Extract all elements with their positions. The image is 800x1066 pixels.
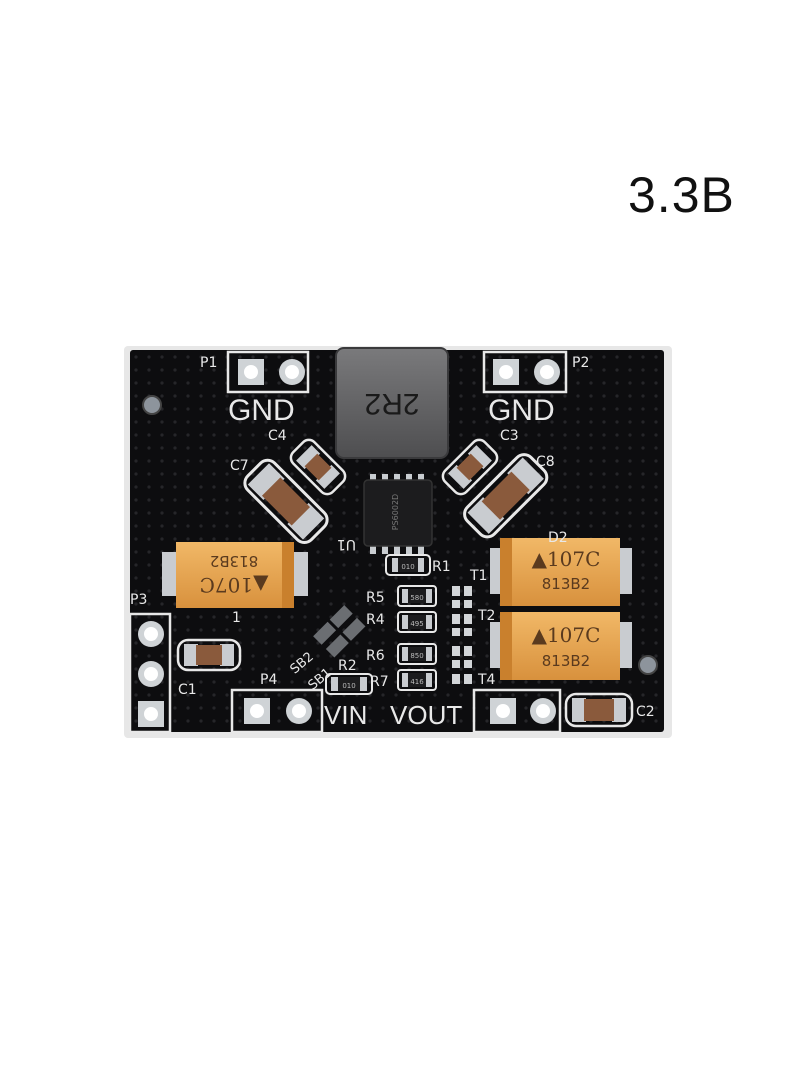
tantalum-right-bottom-mark-2: 813B2 (542, 652, 590, 670)
capacitor-c4 (289, 438, 347, 496)
label-t4: T4 (477, 672, 496, 688)
inductor: 2R2 (335, 347, 449, 459)
resistor-r4: 495 (397, 611, 437, 633)
label-c1: C1 (178, 682, 197, 698)
svg-text:495: 495 (410, 620, 423, 628)
label-r5: R5 (366, 590, 385, 606)
tantalum-left-mark-2: 813B2 (210, 552, 258, 570)
svg-text:580: 580 (410, 594, 423, 602)
label-c3: C3 (500, 428, 519, 444)
label-d2: D2 (548, 530, 568, 546)
mounting-hole-left (142, 395, 162, 415)
tantalum-right-top-mark-1: ▲107C (532, 547, 601, 571)
label-p2: P2 (572, 355, 589, 371)
label-c4: C4 (268, 428, 287, 444)
label-c8: C8 (536, 454, 555, 470)
capacitor-c2 (564, 692, 634, 728)
header-vout (472, 688, 562, 734)
capacitor-c1 (176, 638, 242, 672)
label-r4: R4 (366, 612, 385, 628)
label-vin: VIN (324, 700, 367, 730)
label-t1: T1 (469, 568, 487, 584)
tantalum-right-top-mark-2: 813B2 (542, 575, 590, 593)
capacitor-c7 (243, 458, 329, 545)
label-vout: VOUT (390, 700, 462, 730)
header-p4-vin (230, 688, 324, 734)
ic-chip: PS6002D (363, 474, 433, 554)
resistor-r7: 416 (397, 669, 437, 691)
tantalum-capacitor-right-top: ▲107C 813B2 (490, 538, 632, 606)
capacitor-c3 (441, 438, 499, 496)
capacitor-c8 (463, 453, 549, 539)
label-gnd-right: GND (488, 394, 555, 427)
tantalum-right-bottom-mark-1: ▲107C (532, 623, 601, 647)
label-t2: T2 (477, 608, 495, 624)
header-p2 (482, 350, 568, 394)
label-d1: 1 (232, 610, 241, 626)
label-u1: U1 (337, 536, 356, 552)
mounting-hole-right (638, 655, 658, 675)
resistor-r1: 010 (385, 554, 431, 576)
label-p4: P4 (260, 672, 277, 688)
label-r2: R2 (338, 658, 357, 674)
label-gnd-left: GND (228, 394, 295, 427)
header-p3 (128, 612, 172, 734)
tantalum-capacitor-left: ▲107C 813B2 (162, 542, 308, 608)
label-r6: R6 (366, 648, 385, 664)
label-r7: R7 (370, 674, 389, 690)
svg-text:416: 416 (410, 678, 424, 686)
label-c7: C7 (230, 458, 249, 474)
chip-marking: PS6002D (391, 494, 400, 530)
solder-bridges (313, 605, 366, 658)
label-p1: P1 (200, 355, 217, 371)
svg-text:010: 010 (342, 682, 355, 690)
label-r1: R1 (432, 559, 451, 575)
inductor-marking: 2R2 (364, 387, 419, 420)
tantalum-left-mark-1: ▲107C (200, 573, 269, 597)
transistor-pads (452, 586, 472, 684)
label-c2: C2 (636, 704, 655, 720)
product-variant-label: 3.3B (628, 167, 735, 223)
svg-text:010: 010 (401, 563, 414, 571)
resistor-r5: 580 (397, 585, 437, 607)
tantalum-capacitor-right-bottom: ▲107C 813B2 (490, 612, 632, 680)
header-p1 (226, 350, 310, 394)
resistor-r2: 010 (325, 673, 373, 695)
label-p3: P3 (130, 592, 147, 608)
resistor-r6: 850 (397, 643, 437, 665)
svg-text:850: 850 (410, 652, 423, 660)
